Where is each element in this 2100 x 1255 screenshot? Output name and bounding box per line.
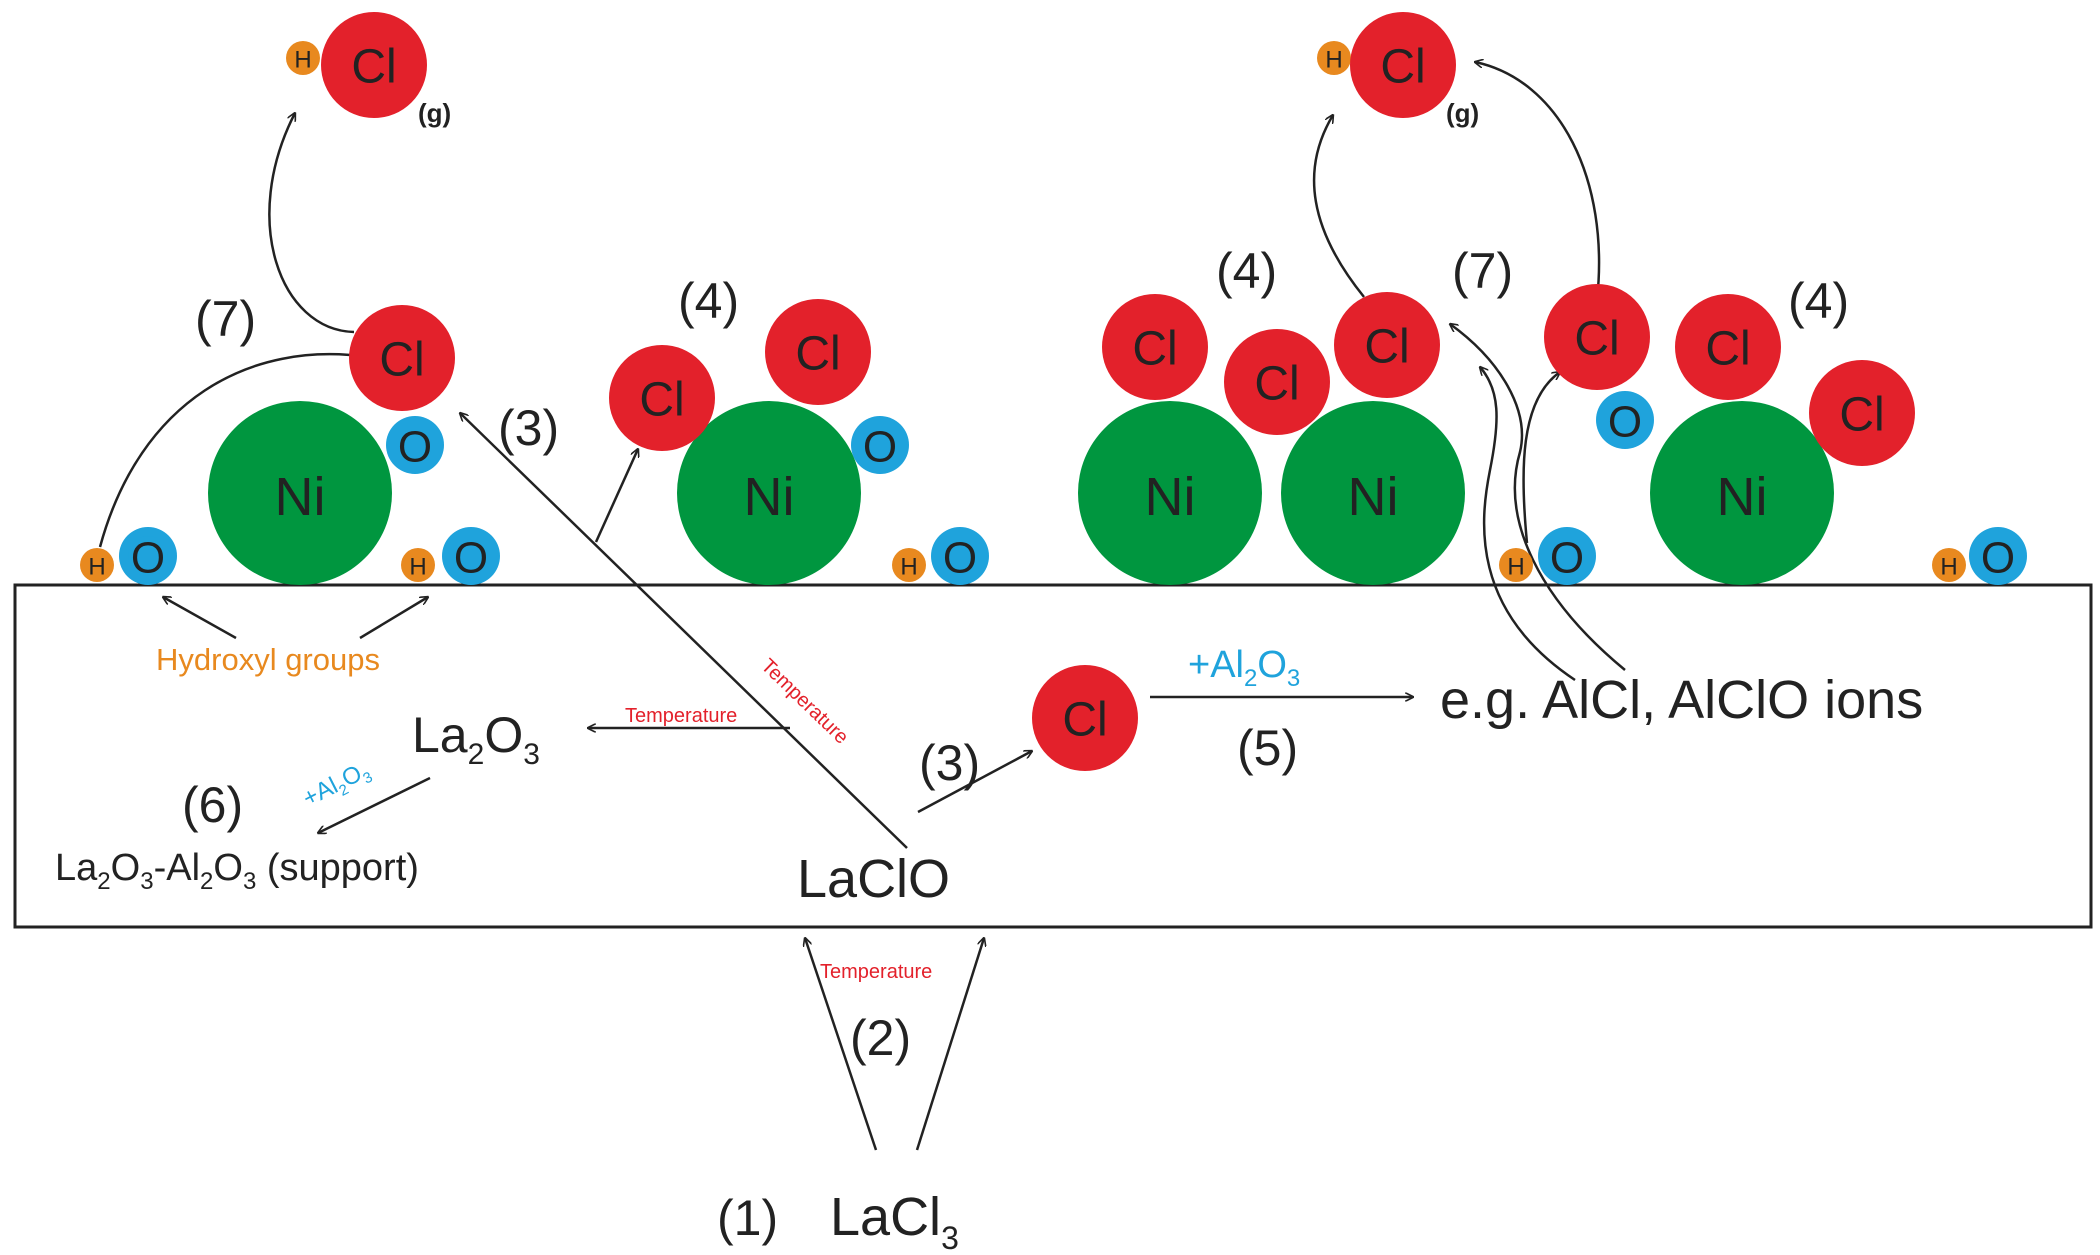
ni-atom: [1078, 401, 1262, 585]
h-label: H: [88, 554, 105, 581]
hydroxyl-groups-label: Hydroxyl groups: [156, 642, 380, 677]
arrow-branch-to-cluster: [594, 449, 638, 543]
arrow-la2o3-to-support: [318, 776, 431, 833]
temperature-label-bottom: Temperature: [820, 961, 932, 983]
cl-label: Cl: [1364, 321, 1409, 374]
arrow-hydroxyl-right: [359, 597, 428, 640]
cl-label: Cl: [379, 334, 424, 387]
cl-label: Cl: [1839, 389, 1884, 442]
support-label: La2O3-Al2O3 (support): [55, 847, 419, 895]
support-box: [13, 583, 2093, 929]
cl-label: Cl: [1254, 358, 1299, 411]
o-label: O: [1550, 534, 1584, 583]
step-4-right-b: (4): [1788, 273, 1849, 329]
h-label: H: [900, 554, 917, 581]
step-5: (5): [1237, 720, 1298, 776]
cl-label: Cl: [795, 328, 840, 381]
arrow-cl-to-hcl-right-a: [1312, 115, 1365, 298]
ni-label: Ni: [1717, 467, 1768, 527]
arrow-lacl3-to-laclo-left: [805, 938, 878, 1151]
cl-label: Cl: [1062, 694, 1107, 747]
ni-atom: [677, 401, 861, 585]
h-label: H: [1507, 554, 1524, 581]
o-label: O: [1608, 398, 1642, 447]
h-label: H: [294, 47, 311, 74]
arrow-ions-to-cl-a: [1450, 324, 1626, 671]
ni-label: Ni: [1145, 467, 1196, 527]
cl-label: Cl: [1705, 323, 1750, 376]
temperature-label-diagonal: Temperature: [757, 655, 853, 749]
ni-label: Ni: [275, 467, 326, 527]
cl-label: Cl: [1380, 41, 1425, 94]
ni-atom: [1281, 401, 1465, 585]
ni-label: Ni: [744, 467, 795, 527]
lacl3-label: LaCl3: [830, 1187, 959, 1255]
arrow-oh-to-cl-left: [98, 354, 368, 548]
arrow-cl-to-hcl-left: [268, 113, 355, 334]
o-label: O: [454, 534, 488, 583]
arrow-lacl3-to-laclo-right: [915, 938, 984, 1151]
step-7-left: (7): [195, 291, 256, 347]
arrows: [98, 62, 1626, 1151]
step-4-center: (4): [678, 273, 739, 329]
gas-label: (g): [1446, 98, 1479, 128]
cl-label: Cl: [1132, 323, 1177, 376]
arrow-cl-to-hcl-right-b: [1475, 62, 1601, 301]
ni-label: Ni: [1348, 467, 1399, 527]
cl-atoms: [321, 12, 1915, 771]
ni-atom: [1650, 401, 1834, 585]
arrow-oh-to-cl-right: [1522, 372, 1560, 544]
step-1: (1): [717, 1190, 778, 1246]
h-label: H: [1325, 47, 1342, 74]
cl-label: Cl: [351, 41, 396, 94]
gas-label: (g): [418, 98, 451, 128]
plus-al2o3-large: +Al2O3: [1188, 644, 1300, 692]
arrow-laclo-to-cl: [460, 413, 908, 849]
o-label: O: [1981, 534, 2015, 583]
laclo-label: LaClO: [797, 849, 950, 909]
h-atoms: [80, 41, 1966, 582]
plus-al2o3-small: +Al2O3: [298, 756, 375, 816]
step-3-lower: (3): [919, 735, 980, 791]
cl-label: Cl: [1574, 313, 1619, 366]
h-label: H: [1940, 554, 1957, 581]
step-4-right-a: (4): [1216, 243, 1277, 299]
ni-atoms: [208, 401, 1834, 585]
o-atoms: [119, 391, 2027, 585]
ni-atom: [208, 401, 392, 585]
la2o3-label: La2O3: [412, 707, 540, 771]
step-6: (6): [182, 777, 243, 833]
step-3-upper: (3): [498, 400, 559, 456]
o-label: O: [943, 534, 977, 583]
h-label: H: [409, 554, 426, 581]
step-2: (2): [850, 1010, 911, 1066]
o-label: O: [863, 423, 897, 472]
o-label: O: [398, 423, 432, 472]
ions-label: e.g. AlCl, AlClO ions: [1440, 670, 1923, 730]
temperature-label-horizontal: Temperature: [625, 705, 737, 727]
step-7-right: (7): [1452, 243, 1513, 299]
arrow-hydroxyl-left: [163, 597, 237, 640]
arrow-laclo-to-free-cl: [917, 751, 1032, 814]
arrow-ions-to-cl-b: [1480, 367, 1576, 682]
o-label: O: [131, 534, 165, 583]
cl-label: Cl: [639, 374, 684, 427]
